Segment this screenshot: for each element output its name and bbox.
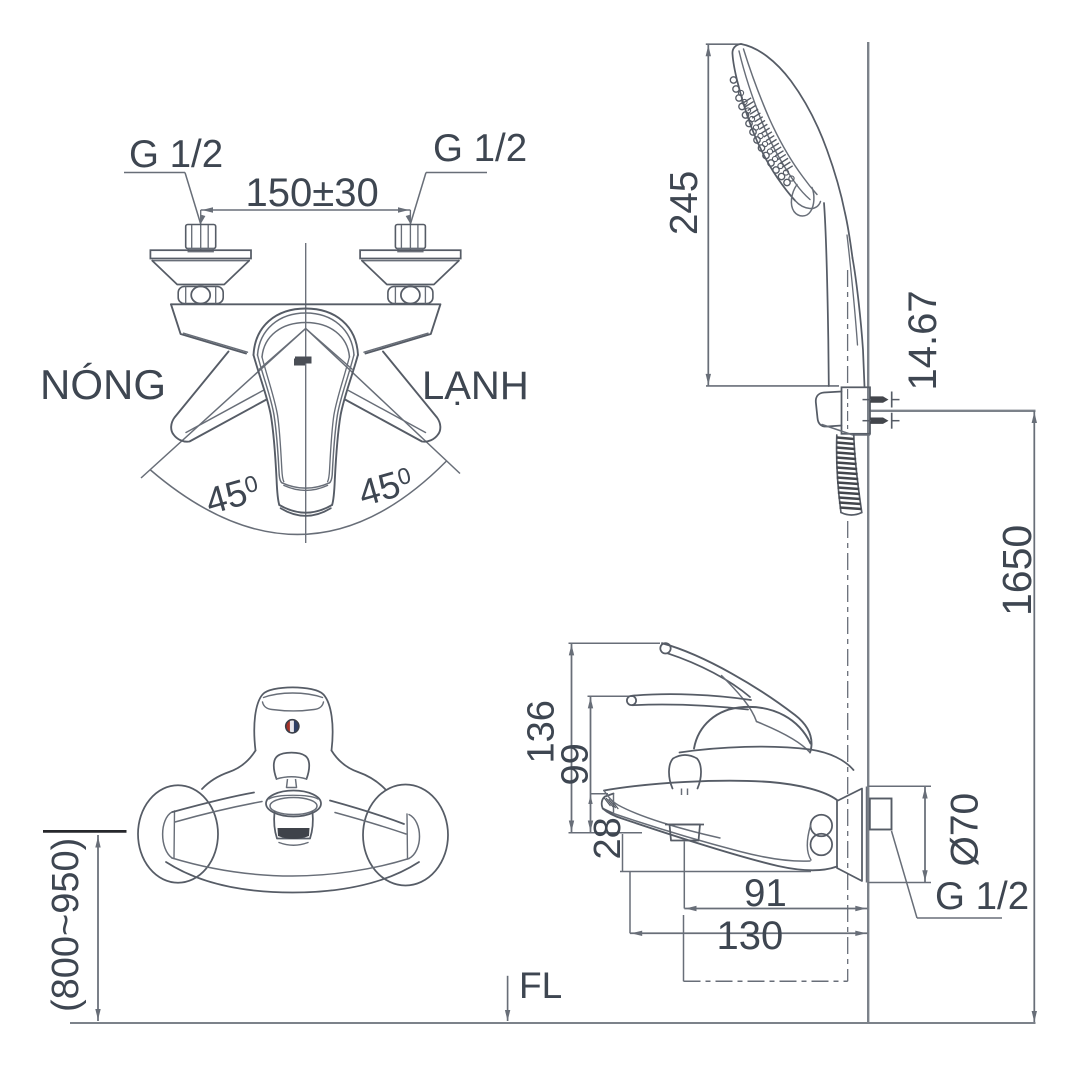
svg-text:91: 91 (744, 872, 787, 915)
svg-text:(800~950): (800~950) (45, 838, 87, 1012)
svg-text:245: 245 (663, 171, 706, 235)
svg-text:130: 130 (717, 914, 784, 958)
svg-text:NÓNG: NÓNG (40, 361, 166, 408)
svg-text:LẠNH: LẠNH (422, 364, 529, 408)
svg-text:G 1/2: G 1/2 (935, 875, 1029, 918)
svg-text:136: 136 (521, 700, 563, 763)
svg-text:Ø70: Ø70 (944, 793, 987, 867)
svg-text:FL: FL (519, 965, 562, 1006)
svg-text:99: 99 (555, 743, 597, 785)
svg-text:G 1/2: G 1/2 (129, 133, 223, 176)
svg-text:G 1/2: G 1/2 (433, 127, 527, 170)
svg-text:1650: 1650 (994, 525, 1040, 616)
svg-text:14.67: 14.67 (901, 290, 945, 390)
svg-text:150±30: 150±30 (246, 171, 379, 215)
